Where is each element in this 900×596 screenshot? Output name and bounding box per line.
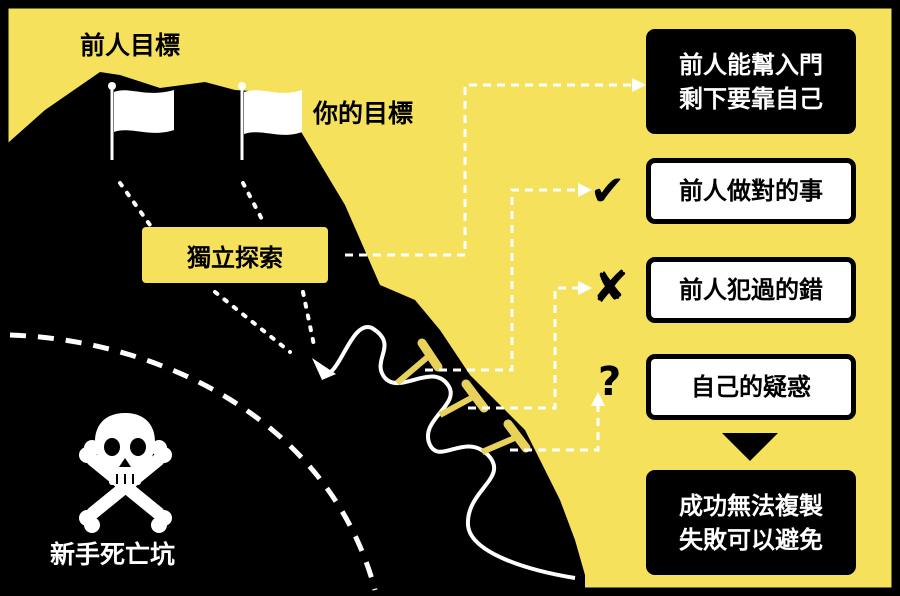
connectors xyxy=(345,83,632,452)
down-arrow-icon xyxy=(722,433,778,461)
result-box: 成功無法複製 失敗可以避免 xyxy=(646,470,856,575)
predecessor-goal-label: 前人目標 xyxy=(80,31,181,60)
connector-did-wrong xyxy=(468,286,578,410)
connector-arrowhead xyxy=(578,183,592,197)
flag-icon xyxy=(238,82,302,160)
own-doubts-box: 自己的疑惑 xyxy=(646,354,856,420)
flag-icon xyxy=(108,82,174,160)
peg xyxy=(480,419,531,455)
your-goal-label: 你的目標 xyxy=(313,99,414,128)
entry-box-line2: 剩下要靠自己 xyxy=(679,84,823,113)
cross-icon: ✘ xyxy=(592,262,629,313)
did-right-box: 前人做對的事 xyxy=(646,158,856,224)
connector-doubts xyxy=(510,406,600,452)
connector-entry xyxy=(345,83,632,257)
dotted-path xyxy=(213,290,292,354)
peg xyxy=(395,338,443,386)
path-arrowhead xyxy=(312,358,336,380)
winding-path xyxy=(320,325,576,580)
independent-exploration-box: 獨立探索 xyxy=(142,227,328,283)
checkmark-icon: ✔ xyxy=(590,166,626,215)
dotted-path xyxy=(241,181,267,227)
question-icon: ? xyxy=(598,359,622,405)
dotted-path xyxy=(301,290,317,352)
death-pit-boundary xyxy=(9,332,378,591)
skull-crossbones-icon xyxy=(79,413,172,533)
entry-box-line1: 前人能幫入門 xyxy=(679,50,823,79)
death-pit-label: 新手死亡坑 xyxy=(50,540,176,569)
connector-arrowhead xyxy=(632,78,646,92)
connector-arrowhead xyxy=(591,392,605,406)
result-box-line1: 成功無法複製 xyxy=(679,491,823,520)
connector-did-right xyxy=(425,188,578,372)
entry-box: 前人能幫入門 剩下要靠自己 xyxy=(646,29,856,134)
dotted-path xyxy=(118,181,152,227)
result-box-line2: 失敗可以避免 xyxy=(679,525,823,554)
connector-arrowhead xyxy=(578,281,592,295)
peg xyxy=(438,379,489,418)
did-wrong-box: 前人犯過的錯 xyxy=(646,257,856,323)
